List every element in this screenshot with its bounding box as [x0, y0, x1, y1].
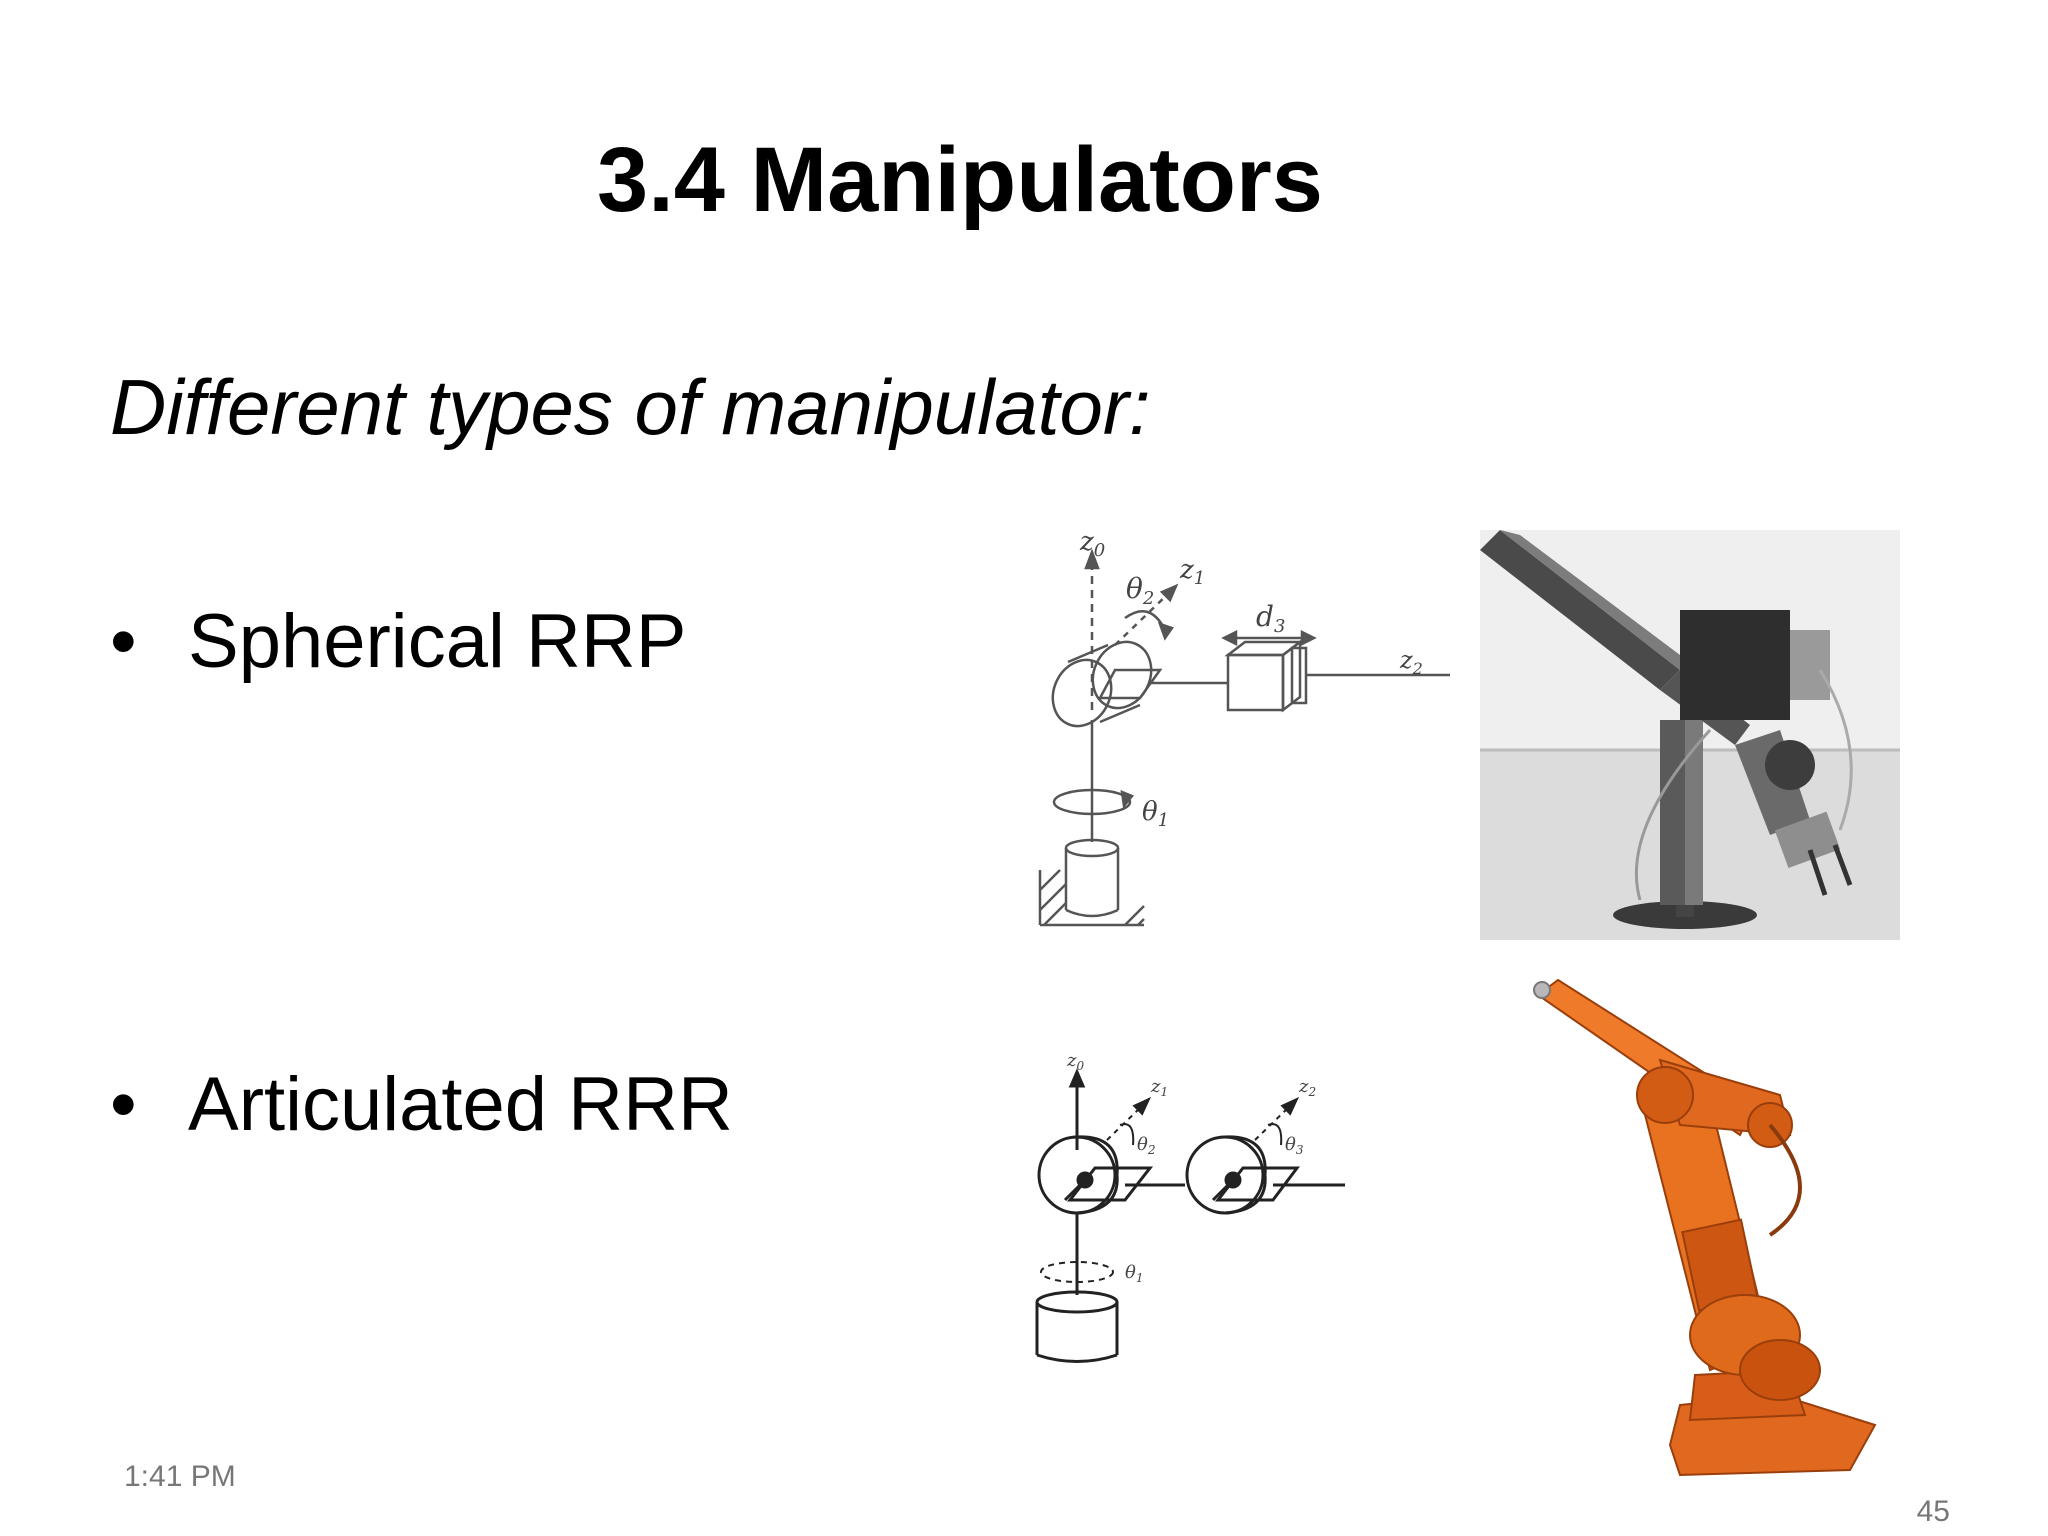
bullet-marker: •	[110, 599, 137, 684]
slide-time: 1:41 PM	[124, 1460, 236, 1493]
label-theta1: θ1	[1125, 1262, 1143, 1285]
bullet-text: Spherical RRP	[188, 599, 687, 684]
slide-subtitle: Different types of manipulator:	[110, 363, 1151, 451]
bullet-text: Articulated RRR	[188, 1062, 733, 1147]
label-z1: z1	[1179, 555, 1205, 589]
label-z1: z1	[1150, 1076, 1168, 1099]
spherical-robot-photo	[1480, 530, 1900, 940]
label-z2: z2	[1399, 646, 1423, 678]
spherical-rrp-diagram: z0 z1 θ2 d3 z2 θ1	[1038, 530, 1450, 927]
label-z2: z2	[1298, 1076, 1316, 1099]
bullet-spherical: • Spherical RRP	[110, 600, 686, 684]
label-theta1: θ1	[1142, 797, 1169, 831]
bullet-articulated: • Articulated RRR	[110, 1063, 733, 1147]
label-d3: d3	[1256, 600, 1285, 637]
articulated-robot-photo	[1533, 978, 1877, 1477]
label-z0: z0	[1079, 530, 1105, 561]
label-theta2: θ2	[1137, 1134, 1155, 1157]
slide-title: 3.4 Manipulators	[597, 129, 1323, 231]
bullet-marker: •	[110, 1062, 137, 1147]
label-theta3: θ3	[1285, 1134, 1304, 1157]
slide-page-number: 45	[1916, 1495, 1950, 1528]
label-theta2: θ2	[1126, 572, 1154, 609]
articulated-rrr-diagram: z0 z1 z2 θ2 θ3 θ1	[1035, 1050, 1345, 1363]
label-z0: z0	[1066, 1050, 1084, 1073]
